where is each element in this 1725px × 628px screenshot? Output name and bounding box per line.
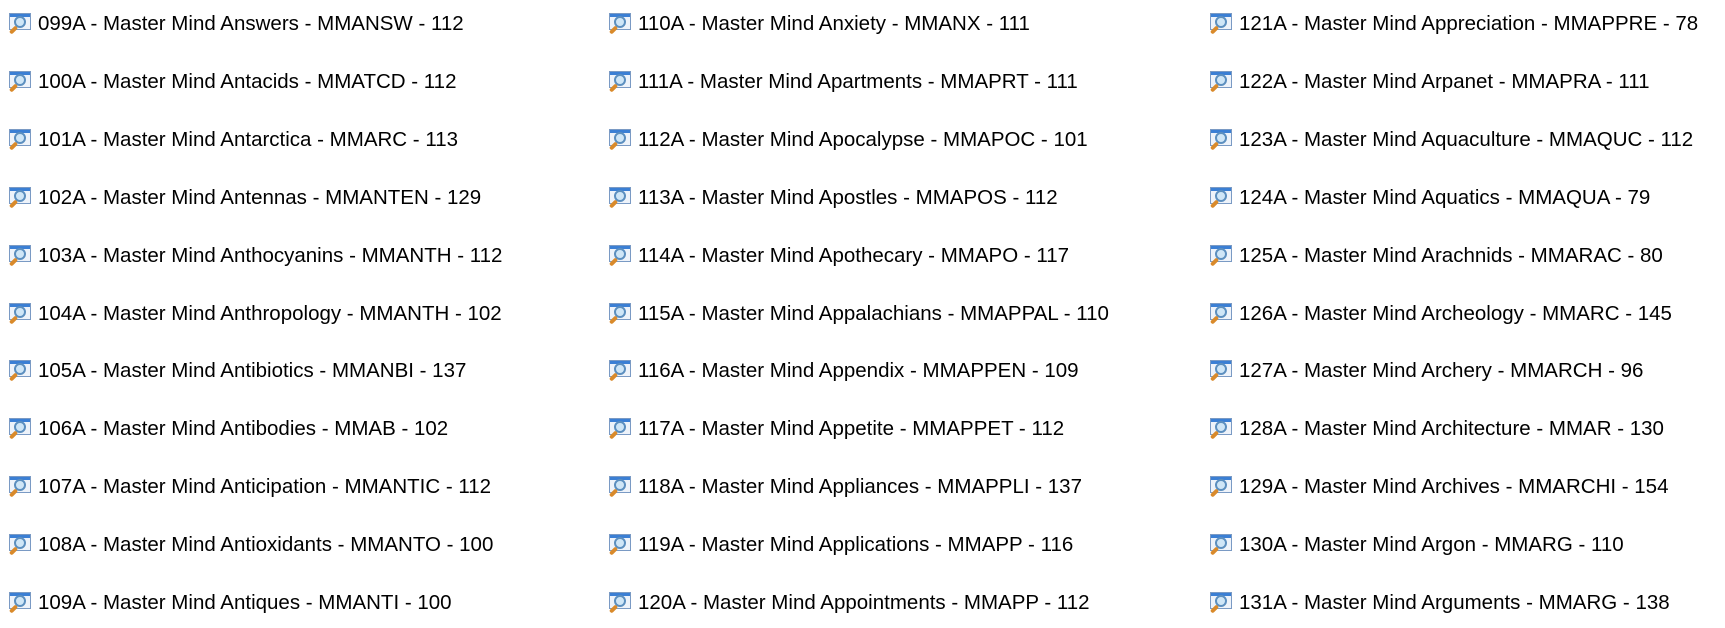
file-name: 128A - Master Mind Architecture - MMAR -… — [1239, 417, 1664, 441]
file-name: 124A - Master Mind Aquatics - MMAQUA - 7… — [1239, 185, 1651, 209]
file-item[interactable]: 105A - Master Mind Antibiotics - MMANBI … — [8, 356, 466, 386]
file-name: 119A - Master Mind Applications - MMAPP … — [638, 533, 1074, 557]
search-document-icon — [608, 532, 634, 558]
file-item[interactable]: 104A - Master Mind Anthropology - MMANTH… — [8, 299, 502, 329]
file-item[interactable]: 099A - Master Mind Answers - MMANSW - 11… — [8, 9, 464, 39]
file-item[interactable]: 125A - Master Mind Arachnids - MMARAC - … — [1209, 241, 1663, 271]
file-item[interactable]: 116A - Master Mind Appendix - MMAPPEN - … — [608, 356, 1079, 386]
search-document-icon — [608, 416, 634, 442]
search-document-icon — [1209, 185, 1235, 211]
file-name: 117A - Master Mind Appetite - MMAPPET - … — [638, 417, 1065, 441]
search-document-icon — [1209, 590, 1235, 616]
search-document-icon — [8, 358, 34, 384]
file-name: 108A - Master Mind Antioxidants - MMANTO… — [38, 533, 494, 557]
search-document-icon — [608, 185, 634, 211]
file-item[interactable]: 102A - Master Mind Antennas - MMANTEN - … — [8, 183, 481, 213]
file-item[interactable]: 126A - Master Mind Archeology - MMARC - … — [1209, 299, 1672, 329]
search-document-icon — [8, 243, 34, 269]
search-document-icon — [608, 590, 634, 616]
search-document-icon — [1209, 474, 1235, 500]
search-document-icon — [8, 301, 34, 327]
file-item[interactable]: 122A - Master Mind Arpanet - MMAPRA - 11… — [1209, 67, 1650, 97]
file-name: 110A - Master Mind Anxiety - MMANX - 111 — [638, 12, 1030, 35]
file-item[interactable]: 114A - Master Mind Apothecary - MMAPO - … — [608, 241, 1069, 271]
file-name: 102A - Master Mind Antennas - MMANTEN - … — [38, 185, 482, 209]
file-name: 131A - Master Mind Arguments - MMARG - 1… — [1239, 591, 1670, 614]
file-item[interactable]: 113A - Master Mind Apostles - MMAPOS - 1… — [608, 183, 1058, 213]
search-document-icon — [8, 69, 34, 95]
file-item[interactable]: 120A - Master Mind Appointments - MMAPP … — [608, 588, 1090, 618]
file-name: 120A - Master Mind Appointments - MMAPP … — [638, 591, 1090, 614]
search-document-icon — [1209, 301, 1235, 327]
search-document-icon — [1209, 243, 1235, 269]
file-name: 130A - Master Mind Argon - MMARG - 110 — [1239, 533, 1624, 557]
file-item[interactable]: 108A - Master Mind Antioxidants - MMANTO… — [8, 530, 493, 560]
search-document-icon — [608, 474, 634, 500]
file-item[interactable]: 101A - Master Mind Antarctica - MMARC - … — [8, 125, 458, 155]
search-document-icon — [608, 69, 634, 95]
file-item[interactable]: 107A - Master Mind Anticipation - MMANTI… — [8, 472, 491, 502]
search-document-icon — [1209, 69, 1235, 95]
file-name: 104A - Master Mind Anthropology - MMANTH… — [38, 301, 502, 325]
file-name: 116A - Master Mind Appendix - MMAPPEN - … — [638, 359, 1079, 383]
file-name: 115A - Master Mind Appalachians - MMAPPA… — [638, 301, 1109, 325]
file-name: 112A - Master Mind Apocalypse - MMAPOC -… — [638, 127, 1088, 151]
file-name: 122A - Master Mind Arpanet - MMAPRA - 11… — [1239, 69, 1650, 93]
search-document-icon — [8, 532, 34, 558]
file-name: 121A - Master Mind Appreciation - MMAPPR… — [1239, 12, 1699, 35]
file-item[interactable]: 112A - Master Mind Apocalypse - MMAPOC -… — [608, 125, 1088, 155]
search-document-icon — [8, 474, 34, 500]
file-item[interactable]: 118A - Master Mind Appliances - MMAPPLI … — [608, 472, 1082, 502]
file-name: 126A - Master Mind Archeology - MMARC - … — [1239, 301, 1672, 325]
search-document-icon — [8, 127, 34, 153]
file-item[interactable]: 100A - Master Mind Antacids - MMATCD - 1… — [8, 67, 457, 97]
file-name: 125A - Master Mind Arachnids - MMARAC - … — [1239, 243, 1663, 267]
file-name: 100A - Master Mind Antacids - MMATCD - 1… — [38, 69, 457, 93]
search-document-icon — [8, 11, 34, 37]
search-document-icon — [1209, 358, 1235, 384]
file-item[interactable]: 127A - Master Mind Archery - MMARCH - 96 — [1209, 356, 1643, 386]
file-item[interactable]: 121A - Master Mind Appreciation - MMAPPR… — [1209, 9, 1698, 39]
file-name: 118A - Master Mind Appliances - MMAPPLI … — [638, 475, 1082, 499]
file-item[interactable]: 117A - Master Mind Appetite - MMAPPET - … — [608, 414, 1064, 444]
search-document-icon — [8, 416, 34, 442]
file-item[interactable]: 110A - Master Mind Anxiety - MMANX - 111 — [608, 9, 1030, 39]
file-item[interactable]: 124A - Master Mind Aquatics - MMAQUA - 7… — [1209, 183, 1650, 213]
file-name: 103A - Master Mind Anthocyanins - MMANTH… — [38, 243, 503, 267]
file-item[interactable]: 103A - Master Mind Anthocyanins - MMANTH… — [8, 241, 502, 271]
search-document-icon — [608, 127, 634, 153]
search-document-icon — [1209, 416, 1235, 442]
file-name: 099A - Master Mind Answers - MMANSW - 11… — [38, 12, 464, 35]
file-name: 113A - Master Mind Apostles - MMAPOS - 1… — [638, 185, 1058, 209]
file-name: 127A - Master Mind Archery - MMARCH - 96 — [1239, 359, 1644, 383]
file-item[interactable]: 119A - Master Mind Applications - MMAPP … — [608, 530, 1073, 560]
file-name: 106A - Master Mind Antibodies - MMAB - 1… — [38, 417, 449, 441]
file-name: 129A - Master Mind Archives - MMARCHI - … — [1239, 475, 1669, 499]
file-item[interactable]: 123A - Master Mind Aquaculture - MMAQUC … — [1209, 125, 1693, 155]
file-item[interactable]: 129A - Master Mind Archives - MMARCHI - … — [1209, 472, 1669, 502]
search-document-icon — [608, 11, 634, 37]
search-document-icon — [608, 243, 634, 269]
search-document-icon — [1209, 127, 1235, 153]
file-name: 123A - Master Mind Aquaculture - MMAQUC … — [1239, 127, 1694, 151]
search-document-icon — [608, 358, 634, 384]
file-name: 111A - Master Mind Apartments - MMAPRT -… — [638, 69, 1078, 93]
search-document-icon — [8, 590, 34, 616]
file-name: 109A - Master Mind Antiques - MMANTI - 1… — [38, 591, 452, 614]
search-document-icon — [1209, 11, 1235, 37]
search-document-icon — [8, 185, 34, 211]
file-name: 101A - Master Mind Antarctica - MMARC - … — [38, 127, 459, 151]
file-item[interactable]: 128A - Master Mind Architecture - MMAR -… — [1209, 414, 1664, 444]
file-item[interactable]: 131A - Master Mind Arguments - MMARG - 1… — [1209, 588, 1670, 618]
file-item[interactable]: 130A - Master Mind Argon - MMARG - 110 — [1209, 530, 1624, 560]
search-document-icon — [608, 301, 634, 327]
file-item[interactable]: 115A - Master Mind Appalachians - MMAPPA… — [608, 299, 1109, 329]
file-item[interactable]: 106A - Master Mind Antibodies - MMAB - 1… — [8, 414, 448, 444]
file-name: 107A - Master Mind Anticipation - MMANTI… — [38, 475, 492, 499]
file-name: 105A - Master Mind Antibiotics - MMANBI … — [38, 359, 467, 383]
file-item[interactable]: 111A - Master Mind Apartments - MMAPRT -… — [608, 67, 1078, 97]
file-item[interactable]: 109A - Master Mind Antiques - MMANTI - 1… — [8, 588, 452, 618]
search-document-icon — [1209, 532, 1235, 558]
file-name: 114A - Master Mind Apothecary - MMAPO - … — [638, 243, 1070, 267]
